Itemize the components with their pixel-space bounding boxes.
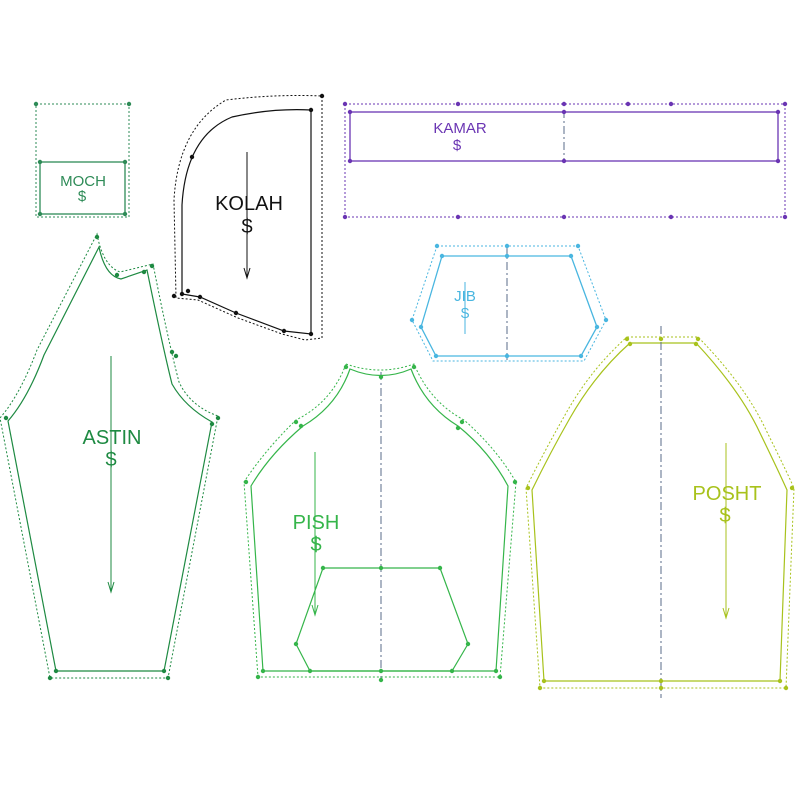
moch-grain-symbol: $	[78, 188, 87, 205]
moch-seam-allowance	[35, 103, 130, 218]
pish-pocket-placement	[295, 567, 469, 672]
astin-cut-line	[7, 245, 213, 672]
jib-grain-symbol: $	[461, 305, 470, 322]
jib-seam-allowance	[411, 245, 607, 362]
posht-grain-symbol: $	[719, 505, 730, 527]
pish-grain-symbol: $	[310, 534, 321, 556]
kamar-grain-symbol: $	[453, 137, 462, 154]
moch-cut-line	[39, 161, 126, 215]
posht-seam-allowance	[525, 336, 795, 689]
moch-label: MOCH	[60, 173, 106, 190]
pish-cut-line	[250, 368, 509, 672]
piece-kolah[interactable]: KOLAH $	[171, 93, 325, 341]
astin-seam-allowance	[0, 232, 219, 679]
kamar-label: KAMAR	[433, 120, 487, 137]
kolah-label: KOLAH	[215, 193, 283, 215]
pish-label: PISH	[293, 512, 340, 534]
jib-label: JIB	[454, 288, 476, 305]
posht-label: POSHT	[693, 483, 762, 505]
piece-astin[interactable]: ASTIN $	[0, 232, 221, 681]
pish-seam-allowance	[243, 363, 517, 678]
piece-pish[interactable]: PISH $	[243, 363, 518, 683]
posht-cut-line	[531, 342, 788, 682]
piece-jib[interactable]: JIB $	[409, 243, 609, 362]
kolah-grain-symbol: $	[241, 216, 252, 238]
piece-posht[interactable]: POSHT $	[525, 326, 795, 698]
kolah-seam-allowance	[173, 95, 323, 341]
astin-label: ASTIN	[83, 427, 142, 449]
astin-grain-symbol: $	[105, 449, 116, 471]
piece-moch[interactable]: MOCH $	[33, 101, 132, 218]
jib-cut-line	[420, 255, 598, 357]
piece-kamar[interactable]: KAMAR $	[342, 101, 788, 220]
